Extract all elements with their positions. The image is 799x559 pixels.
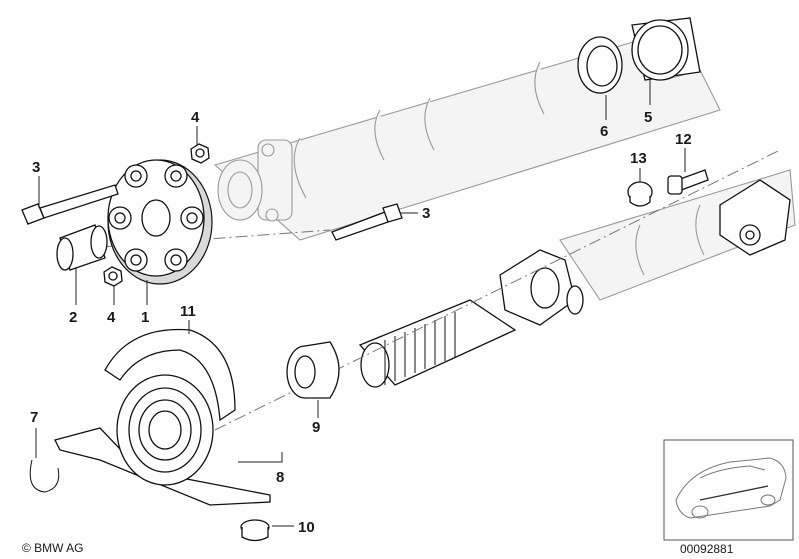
part-label-11: 11 bbox=[180, 303, 196, 320]
flex-disc-part bbox=[107, 159, 213, 285]
sleeve-small-part bbox=[577, 36, 623, 94]
part-label-6: 6 bbox=[600, 123, 608, 140]
leader-lines bbox=[35, 80, 686, 527]
part-label-5: 5 bbox=[644, 109, 652, 126]
nut-top-part bbox=[190, 143, 210, 164]
nut-10-part bbox=[240, 519, 270, 542]
bearing-part bbox=[286, 341, 340, 399]
bushing-part bbox=[56, 224, 108, 271]
splined-shaft-stub bbox=[358, 299, 517, 388]
diagram-number-text: 00092881 bbox=[680, 542, 734, 556]
part-label-4-top: 4 bbox=[191, 109, 200, 126]
center-support-bearing-part bbox=[54, 328, 271, 506]
rear-drive-shaft bbox=[499, 169, 796, 326]
circlip-part bbox=[29, 459, 60, 493]
bolt-right-part bbox=[331, 203, 403, 241]
part-label-3-left: 3 bbox=[32, 159, 40, 176]
sleeve-large-part bbox=[631, 17, 701, 81]
copyright-text: © BMW AG bbox=[22, 541, 84, 555]
part-label-12: 12 bbox=[675, 131, 692, 148]
part-label-13: 13 bbox=[630, 150, 647, 167]
plug-part bbox=[627, 181, 653, 207]
vehicle-location-thumbnail bbox=[663, 439, 794, 541]
part-label-9: 9 bbox=[312, 419, 320, 436]
part-label-3-right: 3 bbox=[422, 205, 430, 222]
part-label-1: 1 bbox=[141, 309, 149, 326]
part-label-4-bottom: 4 bbox=[107, 309, 116, 326]
part-label-2: 2 bbox=[69, 309, 77, 326]
nut-bottom-part bbox=[103, 266, 123, 287]
part-label-8: 8 bbox=[276, 469, 284, 486]
part-label-10: 10 bbox=[298, 519, 315, 536]
part-label-7: 7 bbox=[30, 409, 38, 426]
bolt-left-part bbox=[21, 184, 119, 225]
bolt-small-part bbox=[667, 169, 709, 195]
